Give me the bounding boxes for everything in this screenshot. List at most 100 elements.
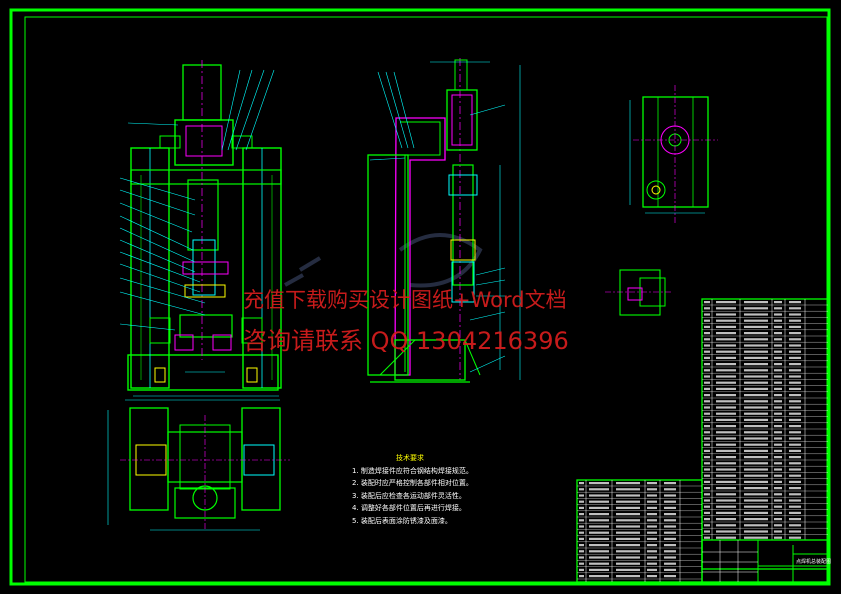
cylinder-detail-view [629,85,718,225]
table-cell-text [774,301,782,304]
table-cell-text [616,550,640,553]
technical-note-3: 3. 装配后应检查各运动部件灵活性。 [352,491,466,500]
table-cell-text [704,468,710,471]
table-cell-text [589,488,609,491]
table-cell-text [704,400,710,403]
table-cell-text [579,556,584,559]
table-cell-text [716,449,736,452]
table-cell-text [704,499,710,502]
table-cell-text [704,332,710,335]
plan-view [107,399,290,531]
table-cell-text [704,356,710,359]
table-cell-text [647,494,657,497]
table-cell-text [589,525,609,528]
table-cell-text [589,556,609,559]
table-cell-text [716,511,736,514]
table-cell-text [789,511,801,514]
table-cell-text [616,494,640,497]
table-cell-text [647,482,657,485]
table-cell-text [664,537,676,540]
table-cell-text [647,575,657,578]
table-cell-text [774,499,782,502]
table-cell-text [579,513,584,516]
table-cell-text [616,556,640,559]
table-cell-text [616,562,640,565]
watermark-line-1: 充值下载购买设计图纸+Word文档 [243,288,567,312]
table-cell-text [664,525,676,528]
table-cell-text [789,307,801,310]
table-cell-text [789,406,801,409]
table-cell-text [716,474,736,477]
table-cell-text [579,506,584,509]
table-cell-text [774,468,782,471]
table-cell-text [647,519,657,522]
table-cell-text [704,394,710,397]
table-cell-text [664,575,676,578]
table-cell-text [704,530,710,533]
table-cell-text [664,550,676,553]
table-cell-text [789,425,801,428]
table-cell-text [616,488,640,491]
table-cell-text [579,537,584,540]
table-cell-text [789,480,801,483]
table-cell-text [774,505,782,508]
table-cell-text [716,350,736,353]
table-cell-text [744,356,768,359]
table-cell-text [716,431,736,434]
table-cell-text [744,468,768,471]
table-cell-text [774,418,782,421]
table-cell-text [704,313,710,316]
table-cell-text [616,537,640,540]
table-cell-text [744,325,768,328]
background-logo [284,233,483,288]
table-cell-text [704,406,710,409]
table-cell-text [789,536,801,539]
front-view [119,60,282,397]
table-cell-text [716,400,736,403]
table-cell-text [616,525,640,528]
table-cell-text [579,562,584,565]
table-cell-text [789,462,801,465]
table-cell-text [704,381,710,384]
table-cell-text [744,319,768,322]
watermark-line-2: 咨询请联系 QQ 1304216396 [243,327,569,355]
table-cell-text [716,493,736,496]
table-cell-text [704,487,710,490]
table-cell-text [704,443,710,446]
table-cell-text [704,350,710,353]
table-cell-text [744,493,768,496]
table-cell-text [744,394,768,397]
table-cell-text [789,394,801,397]
table-cell-text [716,406,736,409]
table-cell-text [589,519,609,522]
table-cell-text [647,550,657,553]
table-cell-text [716,387,736,390]
table-cell-text [716,344,736,347]
table-cell-text [789,344,801,347]
technical-note-1: 1. 制造焊接件应符合钢结构焊接规范。 [352,466,473,475]
table-cell-text [579,550,584,553]
technical-notes: 技术要求 1. 制造焊接件应符合钢结构焊接规范。 2. 装配时应严格控制各部件相… [352,452,473,527]
table-cell-text [579,544,584,547]
table-cell-text [716,468,736,471]
table-cell-text [774,369,782,372]
table-cell-text [647,500,657,503]
table-cell-text [774,319,782,322]
table-cell-text [664,500,676,503]
table-cell-text [647,537,657,540]
table-cell-text [774,394,782,397]
table-cell-text [589,562,609,565]
table-cell-text [579,525,584,528]
table-cell-text [664,494,676,497]
table-cell-text [647,525,657,528]
title-block [701,539,829,583]
table-cell-text [744,530,768,533]
table-cell-text [716,462,736,465]
table-cell-text [789,499,801,502]
table-cell-text [704,505,710,508]
table-cell-text [716,456,736,459]
table-cell-text [744,425,768,428]
table-cell-text [716,412,736,415]
table-cell-text [774,431,782,434]
